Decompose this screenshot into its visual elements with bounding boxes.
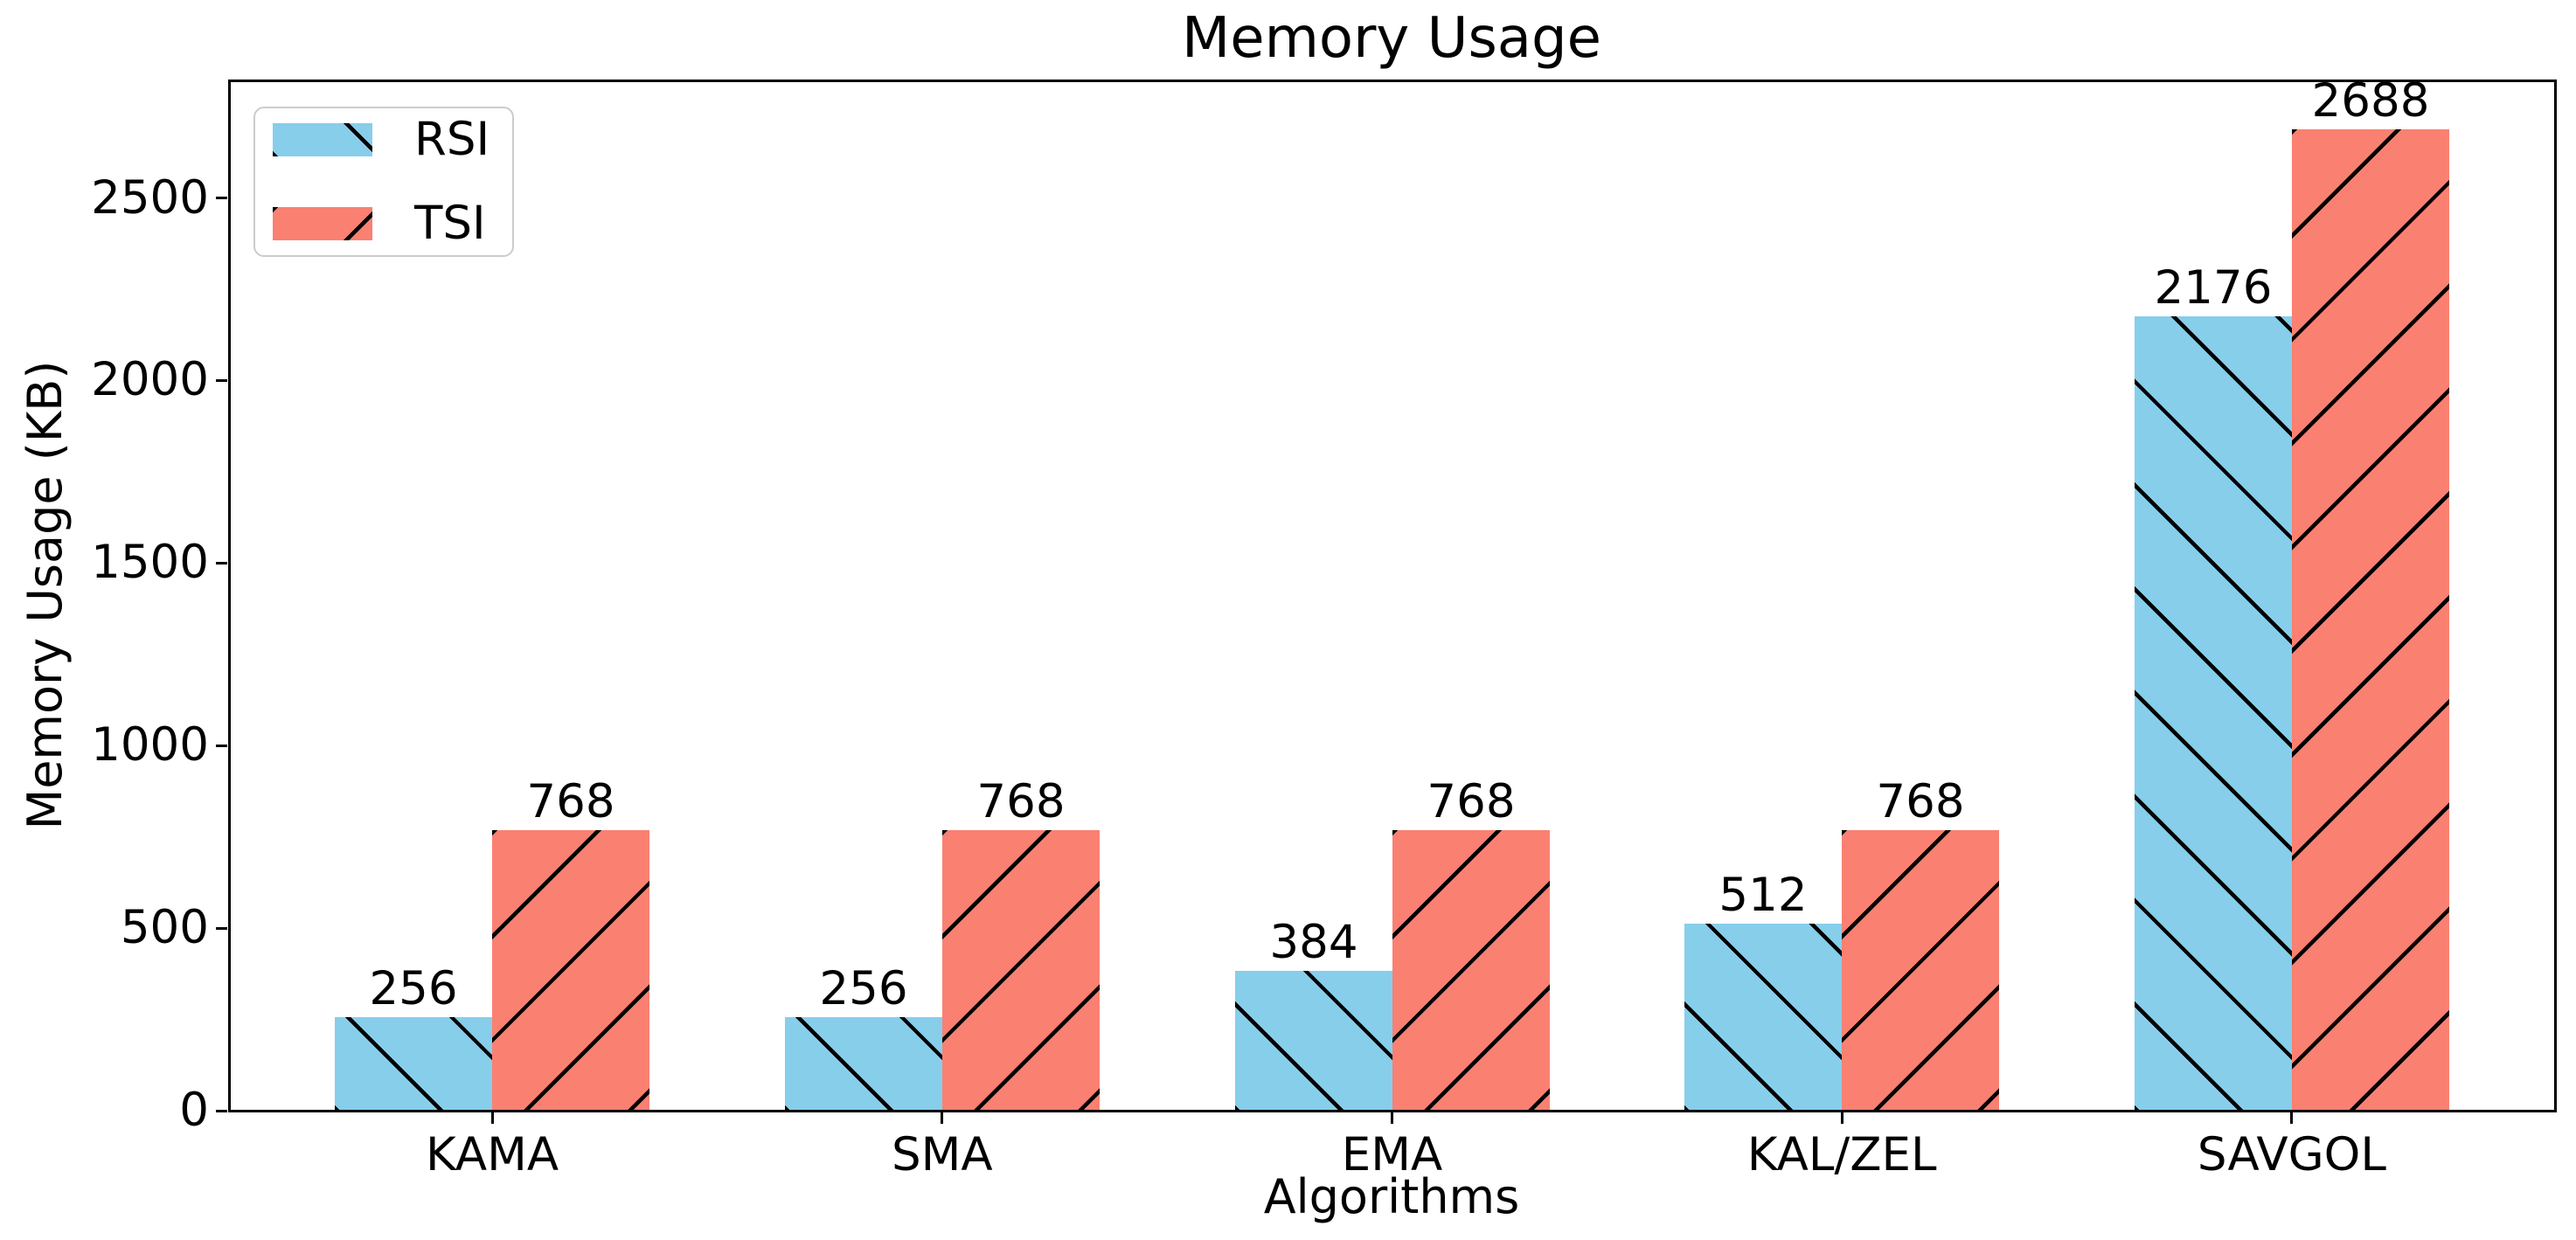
legend: RSI TSI [253,107,514,257]
bar-tsi-kama [492,830,649,1111]
bottom-spine [227,1109,2557,1112]
bar-value-tsi-sma: 768 [976,775,1066,828]
y-tick-label-0: 0 [179,1084,209,1137]
x-tick-label-kal-zel: KAL/ZEL [1746,1128,1937,1181]
legend-item-rsi: RSI [273,115,512,164]
bar-value-tsi-kal-zel: 768 [1876,775,1965,828]
x-tick-sma [941,1112,944,1124]
legend-item-tsi: TSI [273,199,512,248]
x-axis-label: Algorithms [1263,1169,1520,1224]
bar-value-rsi-ema: 384 [1269,916,1358,969]
y-tick-label-1500: 1500 [91,536,209,590]
bar-tsi-savgol [2292,129,2449,1111]
bar-value-tsi-kama: 768 [526,775,615,828]
x-tick-label-ema: EMA [1341,1128,1443,1181]
y-tick-label-500: 500 [120,901,209,955]
x-tick-label-sma: SMA [891,1128,993,1181]
y-tick-1500 [216,561,227,565]
y-tick-label-2500: 2500 [91,170,209,225]
bar-tsi-sma [942,830,1100,1111]
x-tick-kama [490,1112,494,1124]
bar-rsi-kama [335,1017,492,1111]
y-tick-2000 [216,378,227,382]
bar-value-rsi-kama: 256 [369,962,458,1015]
top-spine [227,79,2557,82]
chart-title: Memory Usage [1181,6,1602,71]
y-tick-label-2000: 2000 [91,353,209,407]
left-spine [227,79,231,1112]
bar-tsi-kal-zel [1842,830,1999,1111]
bar-value-tsi-savgol: 2688 [2311,74,2430,128]
x-tick-kal-zel [1840,1112,1843,1124]
bar-rsi-savgol [2135,316,2292,1111]
x-tick-ema [1391,1112,1393,1124]
bar-rsi-kal-zel [1684,924,1842,1111]
bar-rsi-sma [785,1017,942,1111]
x-tick-label-kama: KAMA [426,1128,559,1181]
right-spine [2553,79,2557,1112]
legend-swatch-rsi-hatched-icon [273,123,372,156]
y-tick-500 [216,926,227,930]
legend-label-tsi: TSI [414,197,486,250]
bar-rsi-ema [1235,971,1392,1111]
bar-tsi-ema [1392,830,1550,1111]
y-tick-0 [216,1109,227,1112]
legend-label-rsi: RSI [414,113,490,166]
legend-swatch-tsi-hatched-icon [273,207,372,240]
y-tick-1000 [216,744,227,747]
y-tick-2500 [216,197,227,200]
x-tick-label-savgol: SAVGOL [2197,1128,2386,1181]
bar-value-rsi-sma: 256 [819,962,908,1015]
bar-value-rsi-kal-zel: 512 [1718,869,1808,922]
bar-value-tsi-ema: 768 [1427,775,1516,828]
y-tick-label-1000: 1000 [91,718,209,772]
x-tick-savgol [2290,1112,2294,1124]
bar-value-rsi-savgol: 2176 [2154,261,2273,315]
